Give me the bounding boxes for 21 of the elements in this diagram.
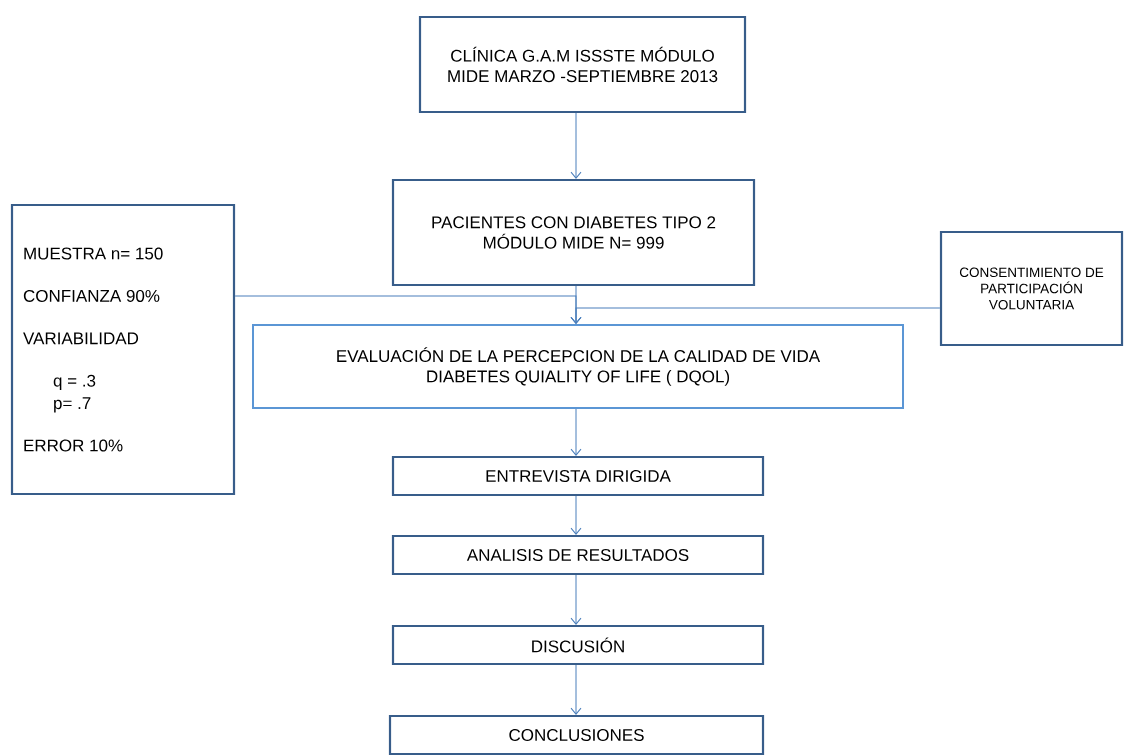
field-text: p= .7 (54, 397, 91, 413)
field-text: CONFIANZA 90% (23, 289, 160, 302)
arrow (570, 664, 582, 715)
process-box: ENTREVISTA DIRIGIDA (391, 455, 765, 497)
arrow (570, 495, 582, 535)
arrow (570, 112, 582, 179)
field-text: VARIABILIDAD (23, 332, 139, 345)
field-text: MUESTRA n= 150 (24, 247, 163, 260)
process-box: EVALUACIÓN DE LA PERCEPCION DE LA CALIDAD DE VIDA DIABETES QUIALITY OF LIFE ( DQOL) (252, 324, 904, 409)
process-box: CLÍNICA G.A.M ISSSTE MÓDULO MIDE MARZO -SEPTIEMBRE 2013 (418, 15, 747, 114)
arrow (570, 408, 582, 456)
field-text: ERROR 10% (24, 439, 123, 452)
process-box: CONSENTIMIENTO DE PARTICIPACIÓN VOLUNTARIA (939, 230, 1124, 347)
process-box: CONCLUSIONES (388, 714, 765, 756)
field-text: q = .3 (53, 374, 96, 391)
process-box: PACIENTES CON DIABETES TIPO 2 MÓDULO MIDE N= 999 (391, 178, 756, 287)
process-box: DISCUSIÓN (391, 624, 765, 666)
process-box: ANALISIS DE RESULTADOS (391, 534, 765, 576)
parameter-box (10, 203, 236, 496)
arrow (570, 574, 582, 625)
arrow (570, 307, 941, 324)
